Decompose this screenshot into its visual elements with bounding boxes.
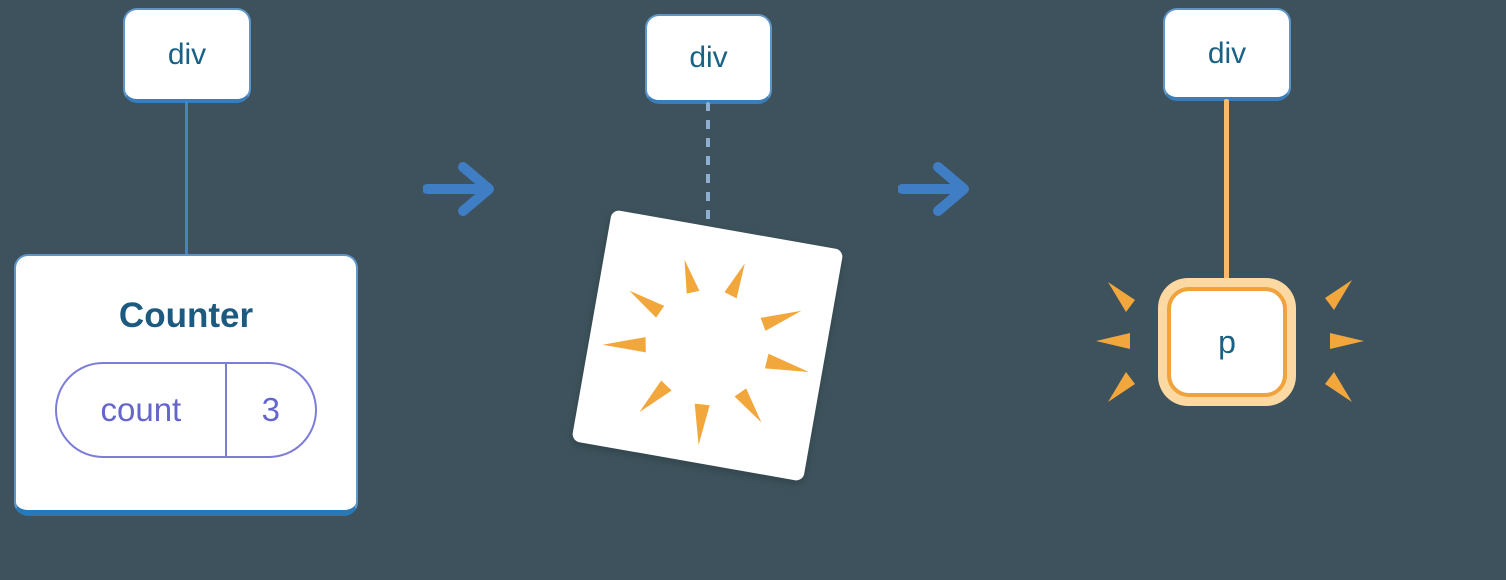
tag-label: div [1207,36,1247,70]
tag-label: div [167,37,207,71]
parent-div-node-during: div [645,14,772,104]
p-node: p [1167,287,1287,397]
tag-label: p [1218,323,1236,360]
component-title: Counter [118,296,254,335]
tree-edge-before [185,101,188,254]
state-key-label: count [100,391,182,428]
counter-component-card: Counter count 3 [14,254,358,516]
parent-div-node-before: div [123,8,251,103]
arrow-right-icon [898,162,969,216]
tree-edge-dashed [706,102,710,222]
parent-div-node-after: div [1163,8,1291,101]
arrow-right-icon [423,162,494,216]
tree-edge-after [1224,99,1229,289]
state-value-label: 3 [224,364,315,456]
burst-rays [602,259,809,445]
p-node-highlight-ring: p [1158,278,1296,406]
tag-label: div [689,41,728,74]
poof-burst-icon [571,209,844,482]
state-pill: count 3 [55,362,317,458]
